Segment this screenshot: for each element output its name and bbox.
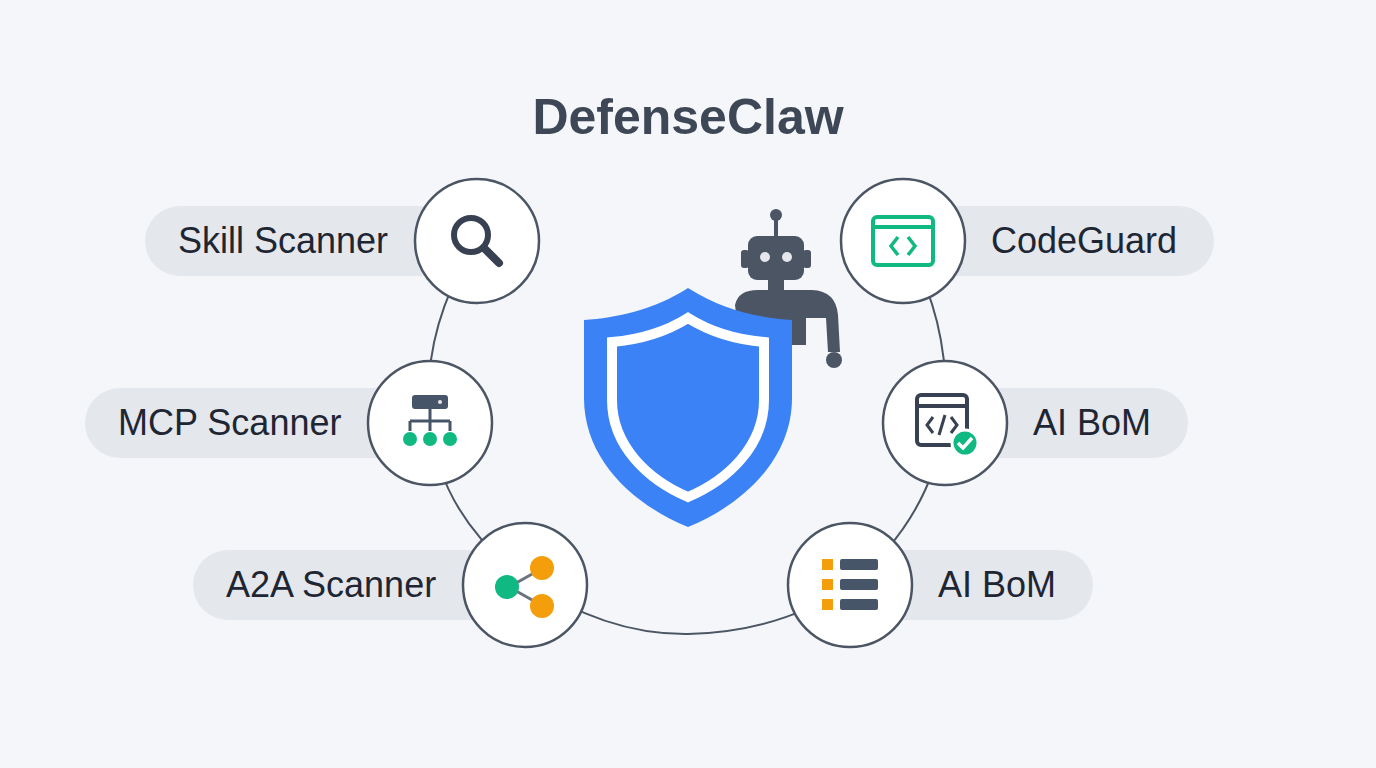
feature-label: A2A Scanner: [226, 550, 436, 620]
icon-circle: [366, 359, 494, 487]
icon-circle: [413, 177, 541, 305]
feature-pill: A2A Scanner: [193, 521, 589, 649]
feature-label: Skill Scanner: [178, 206, 388, 276]
shield-emblem: [584, 288, 792, 527]
feature-label: AI BoM: [938, 550, 1056, 620]
feature-pill: AI BoM: [881, 359, 1188, 487]
icon-circle: [461, 521, 589, 649]
feature-pill: MCP Scanner: [85, 359, 494, 487]
feature-pill: Skill Scanner: [145, 177, 541, 305]
diagram-title: DefenseClaw: [0, 88, 1376, 146]
icon-circle: [839, 177, 967, 305]
feature-pill: CodeGuard: [839, 177, 1214, 305]
feature-label: CodeGuard: [991, 206, 1177, 276]
icon-circle: [881, 359, 1009, 487]
feature-label: MCP Scanner: [118, 388, 341, 458]
feature-label: AI BoM: [1033, 388, 1151, 458]
icon-circle: [786, 521, 914, 649]
feature-pill: AI BoM: [786, 521, 1093, 649]
